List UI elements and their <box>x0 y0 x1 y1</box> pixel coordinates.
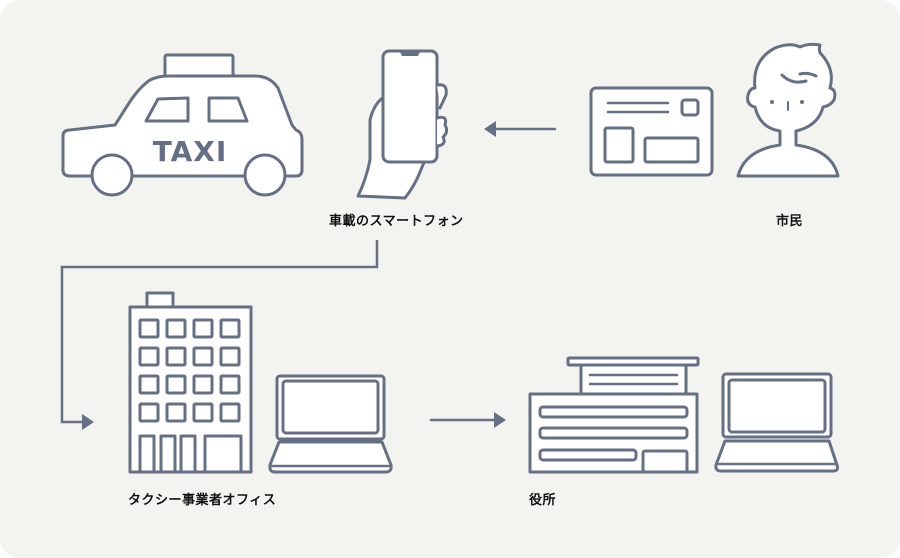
hand-finger-top <box>435 83 448 110</box>
taxi-window-rear <box>207 96 249 123</box>
building-door <box>203 434 243 474</box>
smartphone-icon <box>356 49 449 200</box>
id-card-photo <box>603 126 635 164</box>
building-window <box>138 402 160 423</box>
city-hall-door <box>641 449 689 474</box>
smartphone-label: 車載のスマートフォン <box>329 214 464 229</box>
person-icon <box>736 42 840 178</box>
building-windows <box>138 318 241 423</box>
building-window <box>138 346 160 367</box>
building-window <box>192 346 214 367</box>
building-window <box>165 374 187 395</box>
id-card-field <box>643 136 700 164</box>
city-hall-label: 役所 <box>529 493 557 508</box>
arrow-smartphone-to-office <box>60 240 379 430</box>
building-window <box>165 318 187 339</box>
building-window <box>219 374 241 395</box>
taxi-badge-text: TAXI <box>153 135 228 168</box>
taxi-window-front <box>144 96 190 123</box>
building-window <box>219 318 241 339</box>
id-card-icon <box>589 86 714 177</box>
building-window <box>165 402 187 423</box>
building-window <box>192 402 214 423</box>
arrow-citizen-to-smartphone <box>484 121 557 137</box>
office-building-icon <box>128 291 253 474</box>
phone-notch <box>400 52 420 56</box>
building-window <box>138 374 160 395</box>
citizen-label: 市民 <box>776 214 804 229</box>
building-window <box>138 318 160 339</box>
building-window <box>192 374 214 395</box>
building-window <box>219 402 241 423</box>
laptop-icon-office <box>268 374 393 474</box>
phone-body <box>381 49 439 164</box>
taxi-wheel-rear <box>243 153 287 197</box>
city-hall-icon <box>528 356 700 474</box>
building-window <box>219 346 241 367</box>
taxi-icon: TAXI <box>61 53 304 197</box>
arrow-office-to-cityhall <box>429 412 506 428</box>
building-window <box>165 346 187 367</box>
taxi-wheel-front <box>90 153 134 197</box>
taxi-body <box>61 74 304 178</box>
id-card-photo-small <box>680 98 700 117</box>
laptop-icon-cityhall <box>714 372 839 473</box>
taxi-roof-sign <box>163 53 235 79</box>
building-window <box>192 318 214 339</box>
taxi-office-label: タクシー事業者オフィス <box>128 493 277 508</box>
building-roof <box>145 291 175 309</box>
hand-fingers <box>435 115 449 148</box>
